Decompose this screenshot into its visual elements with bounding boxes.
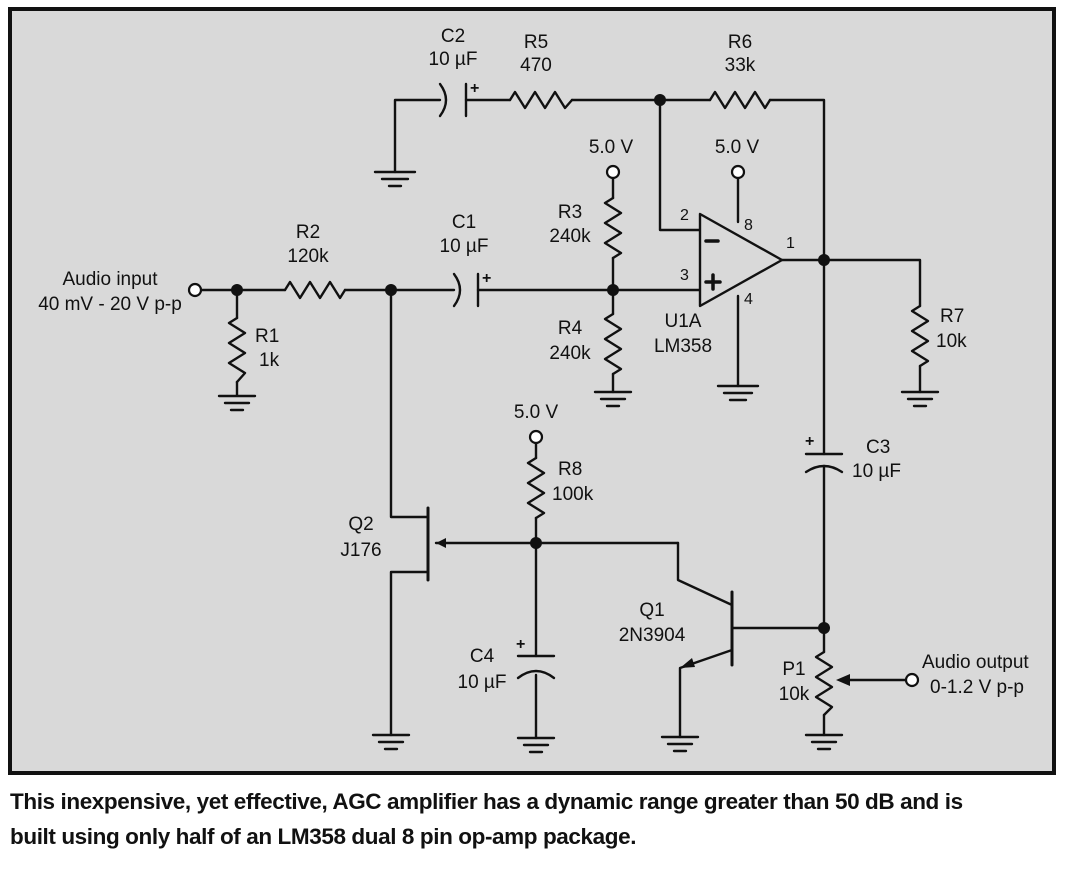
supply-terminal-r8 — [528, 429, 544, 445]
bjt-q1 — [680, 590, 734, 668]
schematic-frame — [8, 7, 1056, 775]
resistor-r1 — [227, 316, 247, 384]
label-output-line2: 0-1.2 V p-p — [930, 677, 1024, 698]
label-r8-name: R8 — [558, 459, 582, 480]
terminals — [187, 164, 920, 688]
label-c2-name: C2 — [441, 26, 465, 47]
ground-symbols — [217, 170, 940, 754]
supply-terminal-r3 — [605, 164, 621, 180]
label-p1-value: 10k — [779, 684, 810, 705]
pin-2: 2 — [680, 207, 689, 224]
label-p1-name: P1 — [782, 659, 805, 680]
resistor-r7 — [910, 304, 930, 368]
capacitor-c4: + — [516, 636, 556, 680]
label-input-line2: 40 mV - 20 V p-p — [38, 294, 182, 315]
svg-text:+: + — [482, 270, 491, 287]
resistor-r5 — [508, 90, 574, 110]
resistor-r4 — [603, 312, 623, 376]
label-input-line1: Audio input — [62, 269, 158, 290]
supply-terminal-opamp — [730, 164, 746, 180]
svg-text:+: + — [805, 433, 814, 450]
figure-caption: This inexpensive, yet effective, AGC amp… — [10, 789, 963, 849]
label-r6-name: R6 — [728, 32, 752, 53]
label-r1-value: 1k — [259, 350, 280, 371]
label-r7-value: 10k — [936, 331, 967, 352]
label-u1a-name: U1A — [665, 311, 702, 332]
label-supply-opamp: 5.0 V — [715, 137, 760, 158]
label-c2-value: 10 µF — [429, 49, 478, 70]
jfet-q2 — [426, 506, 446, 582]
label-u1a-value: LM358 — [654, 336, 712, 357]
input-terminal — [187, 282, 203, 298]
label-r4-value: 240k — [549, 343, 591, 364]
label-c4-value: 10 µF — [458, 672, 507, 693]
resistor-r3 — [603, 196, 623, 260]
capacitor-c2: + — [438, 80, 479, 118]
label-q1-name: Q1 — [639, 600, 664, 621]
label-r2-name: R2 — [296, 222, 320, 243]
label-c1-name: C1 — [452, 212, 476, 233]
pin-4: 4 — [744, 291, 753, 308]
pin-1: 1 — [786, 235, 795, 252]
label-supply-r3: 5.0 V — [589, 137, 634, 158]
label-r4-name: R4 — [558, 318, 583, 339]
resistor-r2 — [283, 280, 347, 300]
label-r2-value: 120k — [287, 246, 329, 267]
capacitor-c3: + — [804, 433, 844, 474]
label-c4-name: C4 — [470, 646, 495, 667]
label-r7-name: R7 — [940, 306, 964, 327]
label-r1-name: R1 — [255, 326, 279, 347]
junctions — [231, 94, 830, 634]
resistor-r6 — [708, 90, 772, 110]
circuit-schematic: + + + + — [8, 7, 1056, 775]
label-q1-value: 2N3904 — [619, 625, 686, 646]
output-terminal — [904, 672, 920, 688]
labels: C2 10 µF R5 470 R6 33k R2 120k C1 10 µF … — [38, 26, 1029, 705]
label-q2-value: J176 — [340, 540, 381, 561]
label-r5-value: 470 — [520, 55, 552, 76]
label-r3-name: R3 — [558, 202, 582, 223]
pin-8: 8 — [744, 217, 753, 234]
label-supply-r8: 5.0 V — [514, 402, 559, 423]
svg-text:+: + — [470, 80, 479, 97]
label-c3-name: C3 — [866, 437, 890, 458]
label-r5-name: R5 — [524, 32, 548, 53]
label-c1-value: 10 µF — [440, 236, 489, 257]
opamp-u1a — [698, 212, 784, 308]
capacitor-c1: + — [452, 270, 491, 308]
label-r8-value: 100k — [552, 484, 594, 505]
label-r6-value: 33k — [725, 55, 756, 76]
resistor-r8 — [526, 456, 546, 520]
label-r3-value: 240k — [549, 226, 591, 247]
label-c3-value: 10 µF — [852, 461, 901, 482]
label-q2-name: Q2 — [348, 514, 373, 535]
pin-3: 3 — [680, 267, 689, 284]
potentiometer-p1 — [814, 650, 850, 717]
label-output-line1: Audio output — [922, 652, 1029, 673]
svg-text:+: + — [516, 636, 525, 653]
